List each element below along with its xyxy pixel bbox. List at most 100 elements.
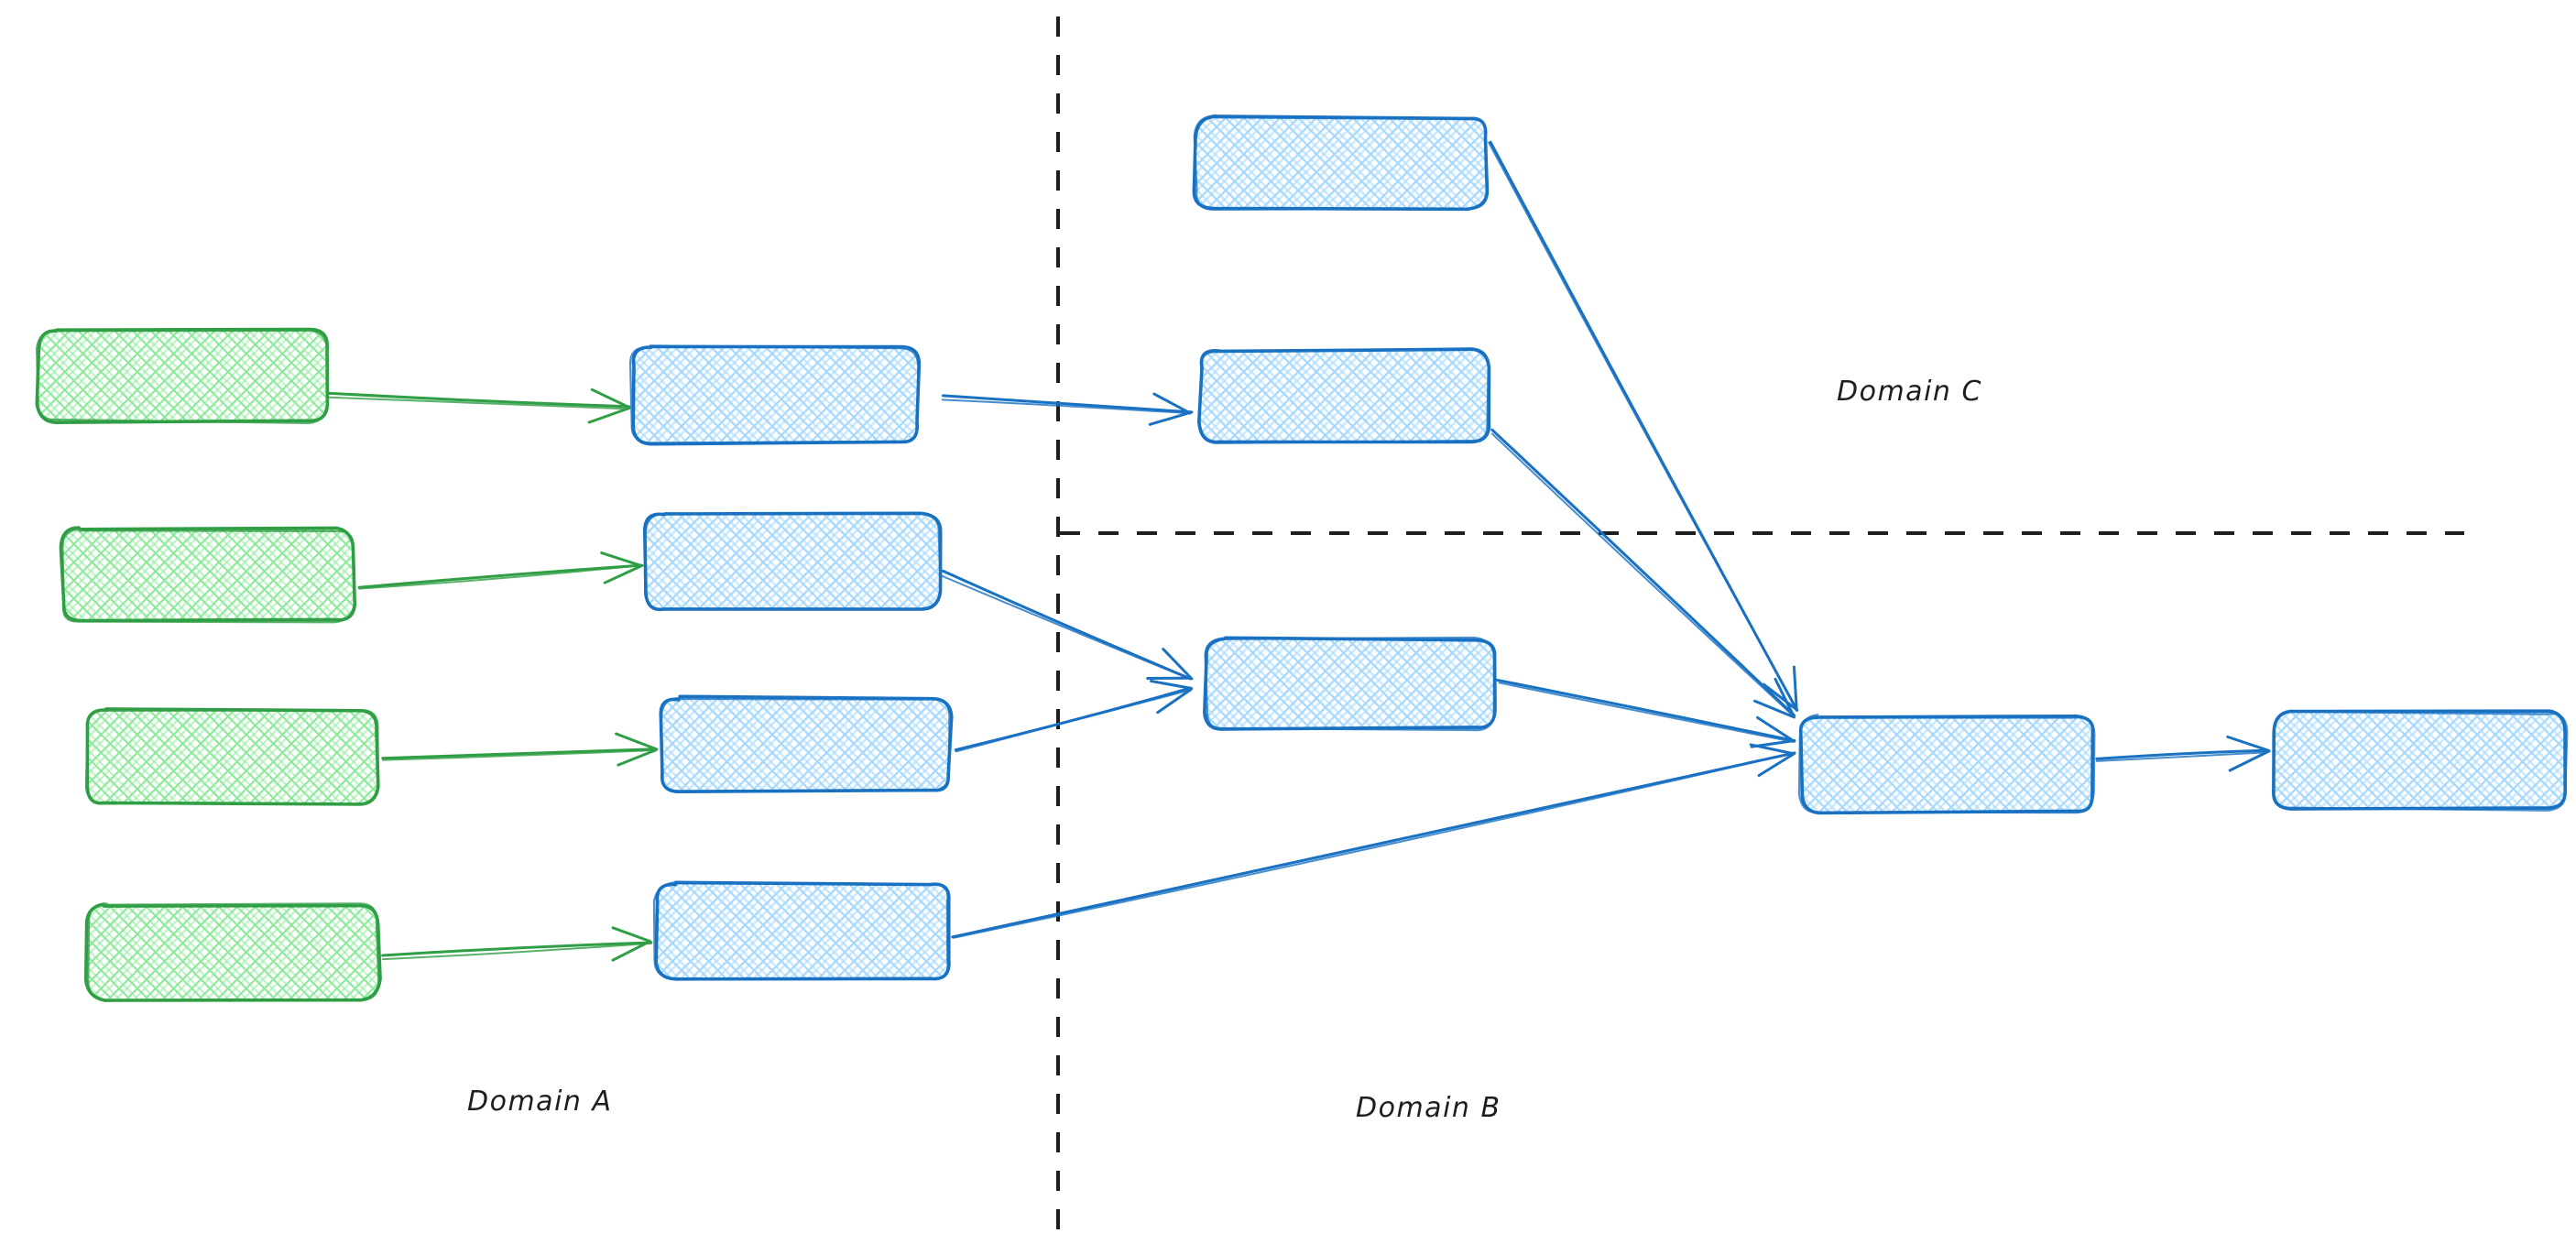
- node-c3[interactable]: [1203, 636, 1497, 732]
- node-b3[interactable]: [659, 694, 954, 794]
- label-domain-c: Domain C: [1837, 376, 1982, 408]
- edge-line: [381, 942, 652, 961]
- arrowhead-stroke: [1149, 680, 1193, 690]
- edge-b1-c2: [941, 392, 1194, 426]
- node-a1[interactable]: [35, 327, 330, 425]
- node-a3[interactable]: [84, 707, 380, 806]
- arrowhead-stroke: [1753, 699, 1796, 719]
- node-fill: [62, 529, 354, 621]
- node-fill: [632, 346, 918, 442]
- edge-c1-d1: [1488, 140, 1799, 712]
- arrowhead-stroke: [617, 748, 657, 767]
- arrowhead-stroke: [587, 407, 631, 424]
- node-fill: [1200, 350, 1489, 442]
- node-outline: [87, 902, 380, 1002]
- node-layer: [35, 115, 2569, 1002]
- node-fill: [661, 698, 950, 791]
- arrowhead-stroke: [600, 551, 642, 567]
- edge-line: [951, 751, 1796, 939]
- node-outline: [660, 696, 951, 792]
- node-outline: [628, 344, 920, 444]
- edge-line: [954, 686, 1192, 752]
- edge-line: [381, 941, 653, 957]
- arrowhead-stroke: [1152, 392, 1192, 415]
- node-outline: [35, 328, 329, 425]
- arrowhead-stroke: [611, 926, 652, 944]
- edge-line: [1496, 678, 1796, 742]
- node-a2[interactable]: [59, 526, 357, 624]
- node-c1[interactable]: [1192, 115, 1490, 212]
- arrowhead-stroke: [1162, 648, 1194, 681]
- arrowhead-stroke: [1156, 687, 1193, 715]
- arrowhead-stroke: [1774, 677, 1796, 719]
- node-fill: [1206, 639, 1494, 729]
- node-outline: [652, 880, 949, 980]
- node-fill: [2274, 713, 2567, 809]
- node-a4[interactable]: [83, 902, 382, 1002]
- arrowhead-stroke: [590, 387, 630, 409]
- node-outline: [35, 327, 330, 424]
- edge-line: [955, 689, 1192, 753]
- edge-b3-c3: [954, 680, 1193, 753]
- arrowhead-stroke: [1757, 752, 1796, 778]
- divider-layer: [1056, 16, 2464, 1246]
- edge-line: [357, 563, 643, 589]
- edge-line: [952, 751, 1796, 939]
- edge-b2-c3: [939, 569, 1194, 681]
- node-outline: [2272, 710, 2569, 812]
- edge-line: [1490, 432, 1796, 717]
- edge-line: [381, 748, 658, 760]
- node-fill: [87, 905, 378, 999]
- arrowhead-stroke: [603, 563, 644, 584]
- edge-c3-d1: [1496, 678, 1796, 748]
- edge-line: [327, 396, 629, 410]
- edge-line: [939, 573, 1192, 681]
- arrowhead-stroke: [1148, 410, 1192, 426]
- edge-line: [1498, 682, 1796, 744]
- edge-layer: [327, 140, 2271, 962]
- arrowhead-stroke: [1750, 739, 1796, 748]
- arrowhead-stroke: [1756, 715, 1795, 742]
- edge-line: [327, 391, 631, 409]
- node-fill: [38, 330, 327, 421]
- node-fill: [87, 710, 377, 803]
- arrowhead-stroke: [2226, 735, 2270, 752]
- edge-line: [941, 569, 1192, 681]
- node-outline: [1204, 636, 1496, 732]
- edge-c2-d1: [1490, 428, 1796, 719]
- arrowhead-stroke: [615, 732, 659, 751]
- node-outline: [643, 512, 942, 611]
- arrowhead-stroke: [611, 940, 651, 962]
- edge-a2-b2: [357, 551, 644, 590]
- label-domain-b: Domain B: [1356, 1092, 1501, 1124]
- node-d1[interactable]: [1797, 714, 2096, 815]
- node-outline: [84, 708, 379, 805]
- node-outline: [1797, 714, 2096, 814]
- edge-line: [381, 748, 658, 761]
- node-c2[interactable]: [1197, 347, 1491, 444]
- edge-a4-b4: [381, 926, 653, 962]
- edge-line: [942, 394, 1194, 414]
- edge-line: [1490, 428, 1796, 717]
- arrowhead-stroke: [1792, 665, 1798, 712]
- node-outline: [61, 528, 356, 624]
- edge-line: [1488, 141, 1798, 711]
- edge-line: [358, 563, 644, 590]
- edge-d1-e1: [2095, 735, 2271, 772]
- arrowhead-stroke: [1762, 682, 1798, 711]
- node-b4[interactable]: [652, 880, 951, 981]
- node-fill: [646, 513, 939, 610]
- edge-b4-d1: [951, 743, 1796, 939]
- node-b2[interactable]: [643, 511, 943, 612]
- node-outline: [1193, 115, 1490, 211]
- node-fill: [656, 883, 949, 979]
- edge-line: [2095, 751, 2269, 762]
- node-fill: [1801, 716, 2094, 813]
- node-b1[interactable]: [628, 344, 922, 446]
- edge-a1-b1: [327, 387, 631, 424]
- edge-line: [941, 398, 1191, 415]
- edge-a3-b3: [381, 732, 659, 767]
- node-e1[interactable]: [2272, 709, 2569, 812]
- label-domain-a: Domain A: [467, 1086, 613, 1118]
